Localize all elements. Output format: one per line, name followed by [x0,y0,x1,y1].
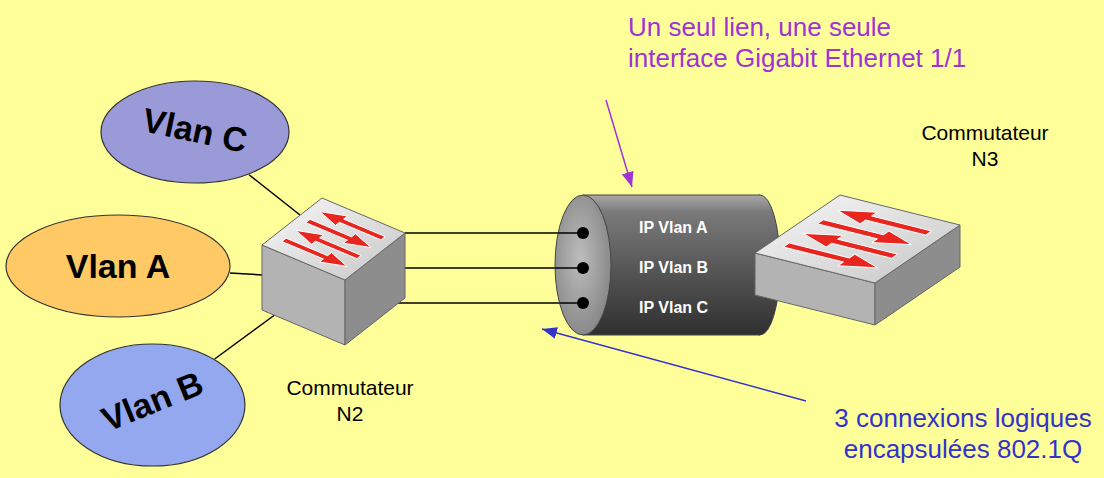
link-line [393,302,560,304]
callout-note: 3 connexions logiques encapsulées 802.1Q [828,403,1098,465]
leader-arrow [606,100,632,187]
port-dot [577,227,589,239]
link-line [215,314,276,359]
callout-note: Un seul lien, une seule interface Gigabi… [628,12,980,74]
switch-arrows [278,207,389,271]
port-dot [577,297,589,309]
switch-shape [262,198,405,345]
cylinder-edge [583,335,760,336]
vlan-ellipse: Vlan B [59,343,246,467]
switch-shape [755,195,960,325]
cylinder-edge [583,195,760,196]
trunk-vlan-label: IP Vlan A [639,218,707,237]
switch-label: Commutateur N2 [275,375,425,428]
trunk-vlan-label: IP Vlan C [639,298,708,317]
switch-node: Commutateur N3 [755,120,1065,325]
switch-top [262,198,405,280]
vlan-label: Vlan A [5,246,231,287]
port-dot [577,262,589,274]
trunk-vlan-label: IP Vlan B [639,258,708,277]
trunk-cylinder: IP Vlan A IP Vlan B IP Vlan C [555,195,780,335]
switch-node: Commutateur N2 [262,198,427,448]
link-line [405,267,555,269]
vlan-ellipse: Vlan C [100,80,290,184]
ellipse-outline [6,215,230,317]
switch-label: Commutateur N3 [910,120,1060,173]
switch-arrows [778,204,937,273]
cylinder-cap [555,195,611,335]
link-line [230,273,263,275]
link-line [405,232,558,234]
leader-arrow [542,329,806,401]
connector-group [215,175,560,359]
switch-top [755,195,960,283]
link-line [249,175,300,215]
vlan-ellipse: Vlan A [5,214,231,318]
